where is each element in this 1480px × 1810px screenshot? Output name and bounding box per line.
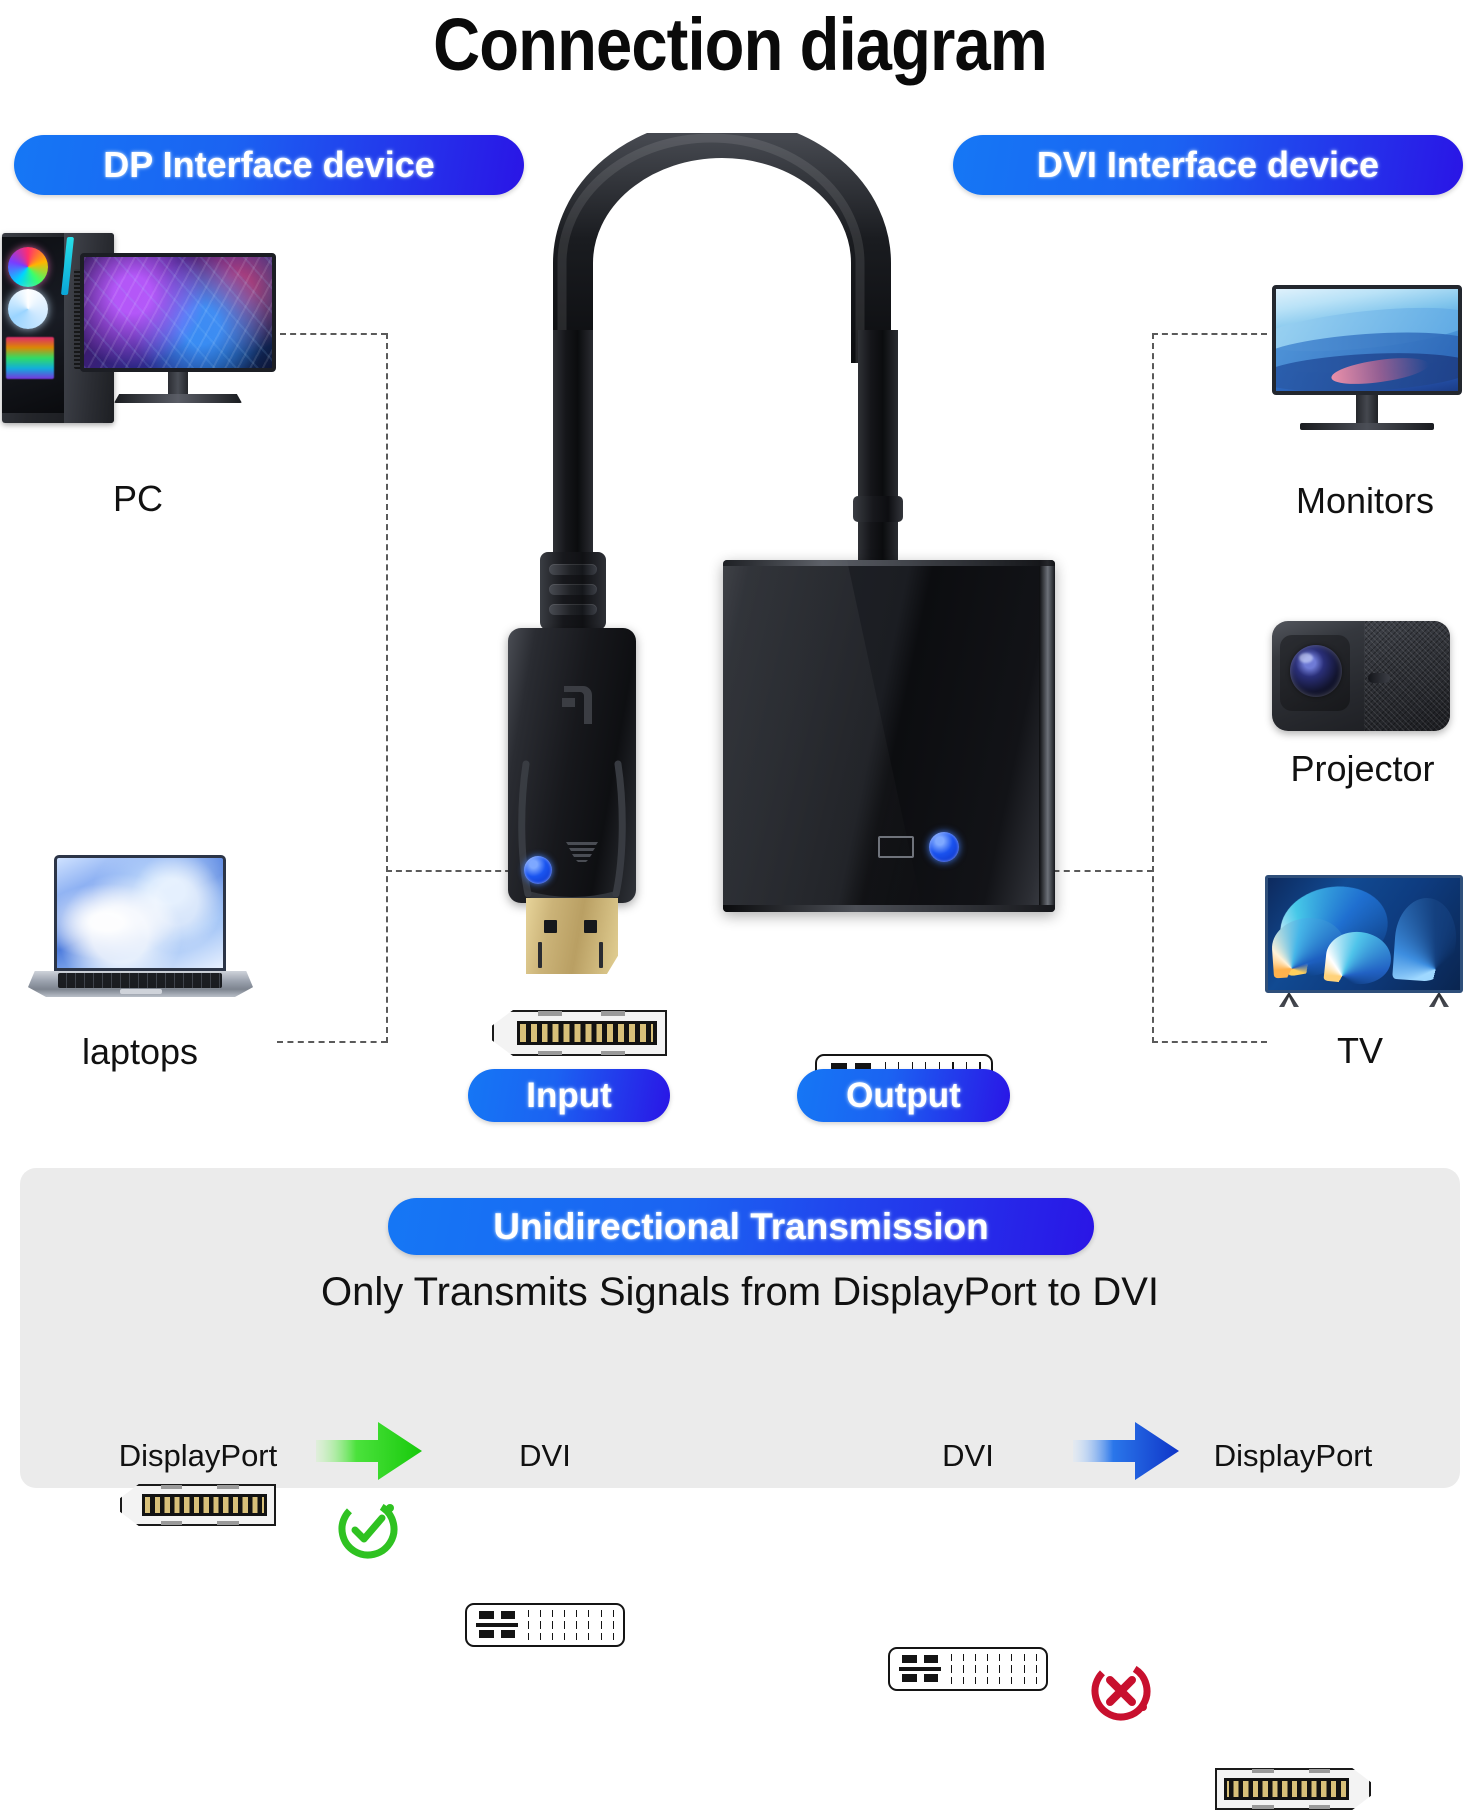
adapter-cable bbox=[553, 133, 891, 363]
cable-strain-relief bbox=[540, 552, 606, 630]
bracket-line-right-vertical bbox=[1152, 333, 1154, 1043]
projector-icon bbox=[1272, 615, 1450, 737]
badge-dvi-interface-device: DVI Interface device bbox=[953, 135, 1463, 195]
monitor-icon bbox=[1272, 285, 1462, 440]
flow1-source-label: DisplayPort bbox=[118, 1438, 278, 1473]
x-circle-icon bbox=[1091, 1661, 1151, 1721]
flow2-source-label: DVI bbox=[942, 1438, 994, 1473]
device-label-tv: TV bbox=[1336, 1030, 1383, 1071]
flow2-source-dvi-icon bbox=[888, 1647, 1048, 1691]
badge-input: Input bbox=[468, 1069, 670, 1122]
bracket-line-tv bbox=[1152, 1041, 1267, 1043]
cable-right-leg bbox=[858, 330, 898, 562]
bracket-line-to-adapter bbox=[1043, 870, 1153, 872]
badge-dp-interface-device: DP Interface device bbox=[14, 135, 524, 195]
dp-to-dvi-adapter-body bbox=[723, 560, 1055, 912]
connector-led-indicator bbox=[524, 856, 552, 884]
flow1-source-displayport-icon bbox=[120, 1484, 276, 1526]
bracket-line-to-dp-connector bbox=[386, 870, 521, 872]
panel-subtitle: Only Transmits Signals from DisplayPort … bbox=[320, 1270, 1160, 1314]
displayport-gold-contacts bbox=[526, 898, 618, 974]
bracket-line-monitor bbox=[1152, 333, 1267, 335]
bracket-line-left-vertical bbox=[386, 333, 388, 1043]
page-title: Connection diagram bbox=[433, 3, 1048, 86]
connector-release-arrow-icon bbox=[566, 842, 598, 862]
cable-collar bbox=[853, 496, 903, 522]
check-circle-icon bbox=[338, 1499, 398, 1559]
flow2-target-displayport-icon bbox=[1215, 1768, 1371, 1810]
device-label-monitors: Monitors bbox=[1295, 480, 1435, 521]
device-label-pc: PC bbox=[112, 478, 163, 519]
desktop-computer-icon bbox=[0, 228, 278, 443]
television-icon bbox=[1265, 875, 1463, 1015]
flow2-target-label: DisplayPort bbox=[1213, 1438, 1373, 1473]
flow2-arrow-right-icon bbox=[1073, 1422, 1179, 1480]
pc-monitor-icon bbox=[80, 253, 276, 413]
device-label-projector: Projector bbox=[1290, 748, 1435, 789]
badge-output: Output bbox=[797, 1069, 1010, 1122]
adapter-marking-rect bbox=[878, 836, 914, 858]
bracket-line-laptop bbox=[277, 1041, 387, 1043]
flow1-target-dvi-icon bbox=[465, 1603, 625, 1647]
adapter-led-indicator bbox=[929, 832, 959, 862]
connector-grip-contours bbox=[518, 760, 626, 900]
displayport-male-connector bbox=[508, 628, 636, 903]
flow1-target-label: DVI bbox=[519, 1438, 571, 1473]
displayport-icon-input bbox=[492, 1010, 667, 1056]
laptop-icon bbox=[28, 855, 253, 1015]
device-label-laptops: laptops bbox=[81, 1031, 199, 1072]
displayport-logo-icon bbox=[562, 686, 592, 724]
badge-unidirectional-transmission: Unidirectional Transmission bbox=[388, 1198, 1094, 1255]
flow1-arrow-right-icon bbox=[316, 1422, 422, 1480]
bracket-line-pc bbox=[280, 333, 387, 335]
cable-left-leg bbox=[553, 330, 593, 562]
